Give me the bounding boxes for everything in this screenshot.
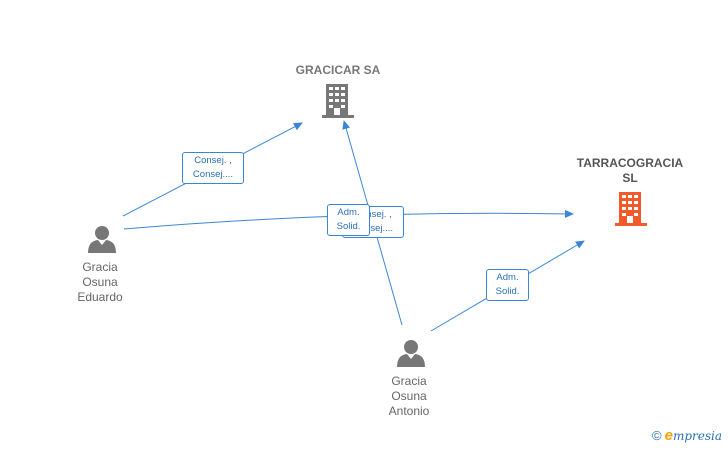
role-line1: Consej. , (194, 155, 232, 166)
logo-initial: e (664, 427, 673, 444)
person-name-line1: Gracia (82, 260, 118, 274)
logo-text: mpresia (672, 429, 722, 443)
role-line2: Consej.... (192, 169, 234, 180)
role-line2: Consej.... (352, 223, 394, 234)
role-line2: Solid. (336, 221, 361, 232)
building-icon[interactable] (614, 192, 648, 228)
person-name-line3: Antonio (388, 404, 430, 418)
company-name-line2: SL (622, 171, 638, 185)
copyright-symbol: © (652, 428, 662, 443)
person-label-antonio[interactable]: Gracia Osuna Antonio (369, 374, 449, 419)
person-name-line3: Eduardo (77, 290, 123, 304)
person-label-eduardo[interactable]: Gracia Osuna Eduardo (60, 260, 140, 305)
building-icon[interactable] (321, 84, 355, 120)
company-label-tarracogracia[interactable]: TARRACOGRACIA SL (560, 156, 700, 186)
person-name-line2: Osuna (82, 275, 118, 289)
company-name-line1: TARRACOGRACIA (576, 156, 684, 170)
person-icon[interactable] (396, 338, 426, 368)
empresia-logo: empresia (665, 427, 722, 444)
empresia-watermark: © empresia (652, 427, 722, 444)
role-line2: Solid. (495, 286, 520, 297)
role-badge-eduardo-tarracogracia[interactable]: Adm. Solid. (327, 204, 370, 236)
role-badge-eduardo-gracicar[interactable]: Consej. , Consej.... (182, 152, 244, 184)
role-line1: Consej. , (354, 209, 392, 220)
person-name-line1: Gracia (391, 374, 427, 388)
role-line1: Adm. (496, 272, 519, 283)
person-icon[interactable] (87, 224, 117, 254)
role-badge-antonio-tarracogracia[interactable]: Adm. Solid. (486, 269, 529, 301)
company-label-gracicar[interactable]: GRACICAR SA (295, 63, 381, 77)
role-line1: Adm. (337, 207, 360, 218)
person-name-line2: Osuna (391, 389, 427, 403)
